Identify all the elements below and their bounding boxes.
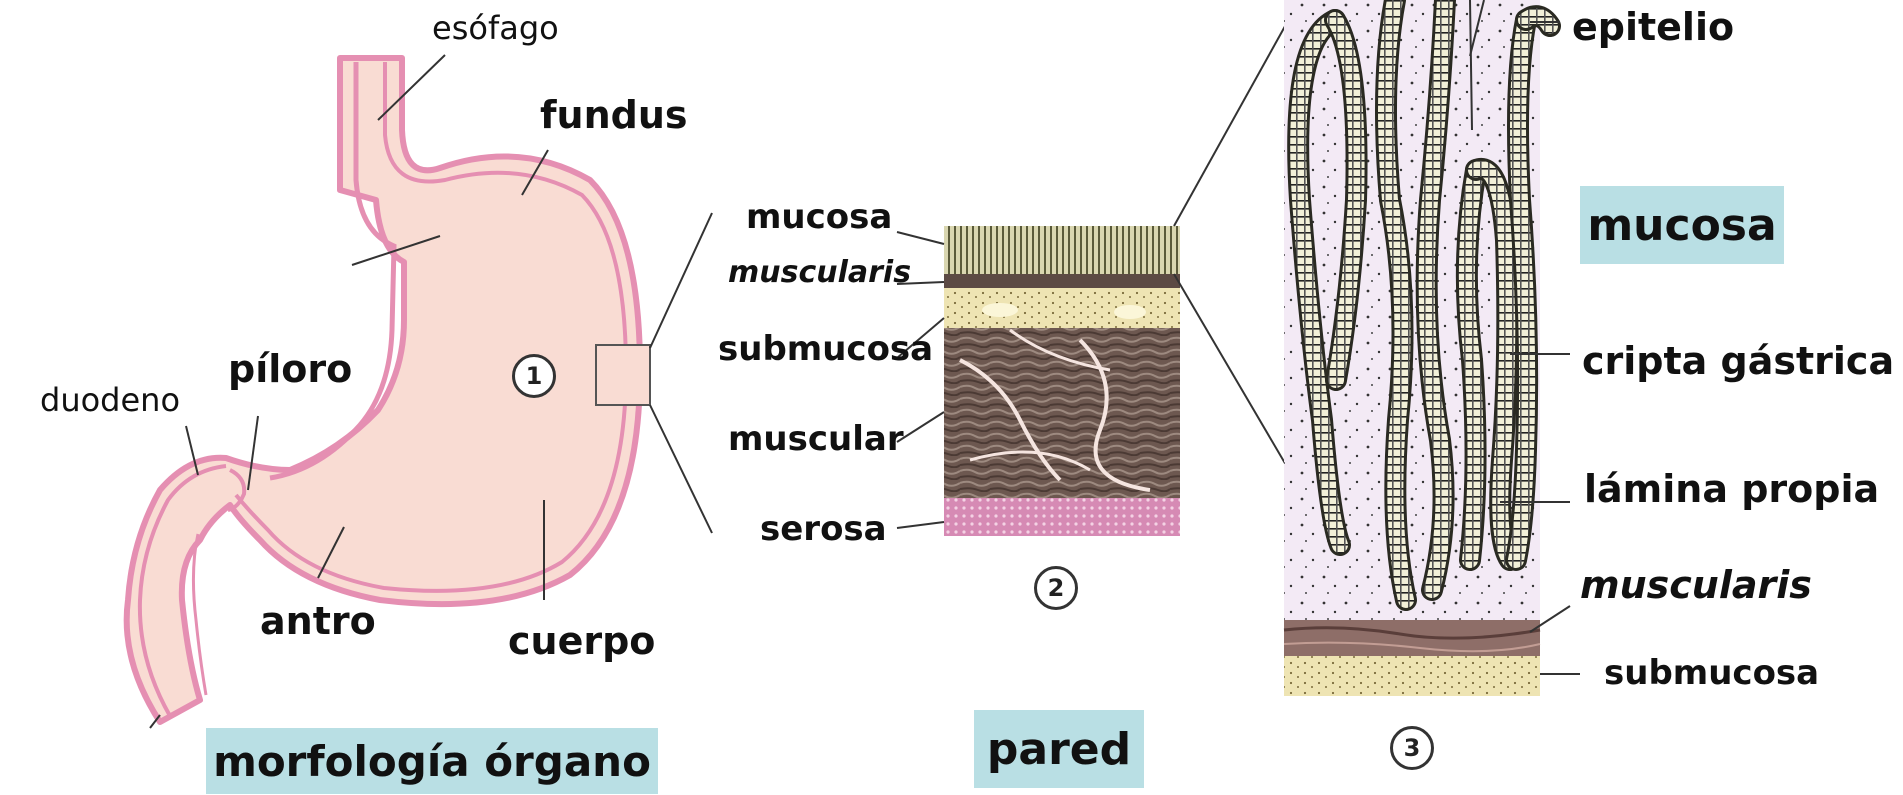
title-box-pared: pared (974, 710, 1144, 788)
title-box-morfologia-organo: morfología órgano (206, 728, 658, 794)
label-antro: antro (260, 602, 376, 640)
figure-number-3: 3 (1390, 726, 1434, 770)
figure-number-1: 1 (512, 354, 556, 398)
mucosa-detail (1284, 0, 1550, 696)
label-wall-mucosa: mucosa (746, 200, 892, 234)
label-submucosa: submucosa (1604, 656, 1819, 690)
label-wall-muscular: muscular (728, 422, 904, 456)
figure-number-2: 2 (1034, 566, 1078, 610)
label-fundus: fundus (540, 96, 688, 134)
label-cripta-gastrica: cripta gástrica (1582, 342, 1894, 380)
label-wall-serosa: serosa (760, 512, 887, 546)
label-duodeno: duodeno (40, 384, 180, 416)
label-lamina-propia: lámina propia (1584, 470, 1879, 508)
label-epitelio: epitelio (1572, 8, 1734, 46)
wall-section (944, 226, 1180, 536)
title-box-mucosa: mucosa (1580, 186, 1784, 264)
label-muscularis: muscularis (1580, 566, 1812, 604)
label-piloro: píloro (228, 350, 352, 388)
label-cuerpo: cuerpo (508, 622, 655, 660)
label-esofago: esófago (432, 12, 559, 44)
label-wall-submucosa: submucosa (718, 332, 933, 366)
label-wall-muscularis: muscularis (728, 258, 911, 288)
